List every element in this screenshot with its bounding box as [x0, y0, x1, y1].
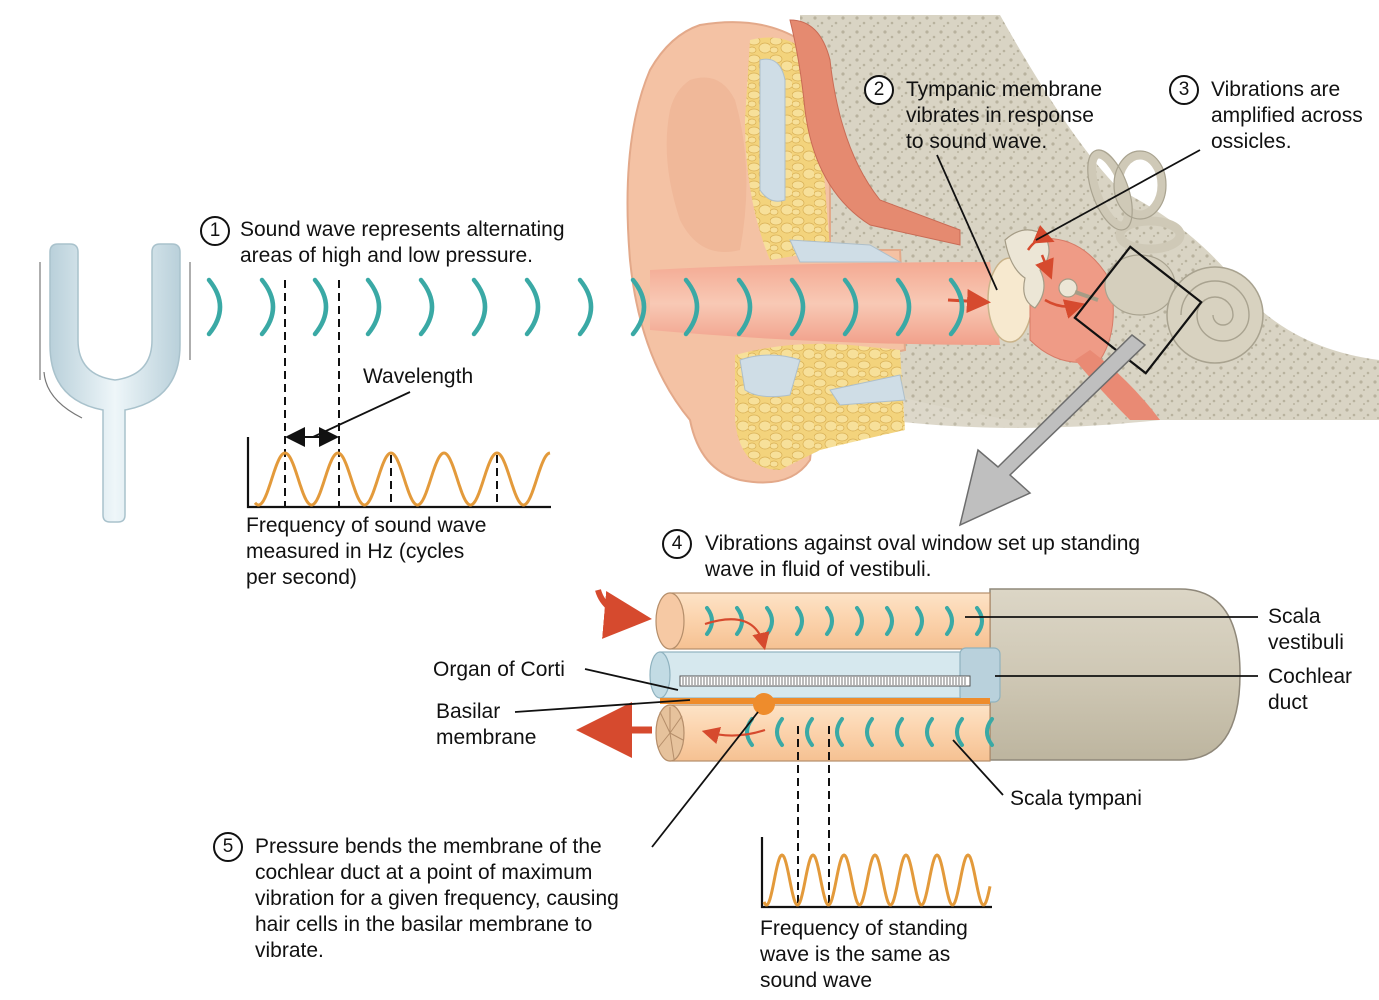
frequency-sound-line: measured in Hz (cycles — [246, 540, 465, 563]
sound-wave — [206, 277, 965, 337]
step-5-badge: 5 — [213, 832, 243, 862]
step-1-line: areas of high and low pressure. — [240, 244, 534, 267]
scala-vestibuli-label: Scala vestibuli — [1268, 604, 1344, 656]
standing-frequency-graph — [760, 837, 992, 909]
step-5-line: cochlear duct at a point of maximum — [255, 861, 593, 884]
step-1-line: Sound wave represents alternating — [240, 218, 565, 241]
basilar-membrane-label: Basilar membrane — [436, 699, 536, 751]
sound-frequency-graph — [246, 437, 551, 509]
scala-tympani-label: Scala tympani — [1010, 787, 1142, 810]
step-3-line: Vibrations are — [1211, 78, 1341, 101]
zoom-arrow-icon — [958, 334, 1147, 527]
basilar-membrane-line: Basilar — [436, 700, 501, 723]
frequency-sound-line: Frequency of sound wave — [246, 514, 487, 537]
frequency-sound-line: per second) — [246, 566, 357, 589]
step-5-line: hair cells in the basilar membrane to — [255, 913, 593, 936]
step-3-text: Vibrations are amplified across ossicles… — [1211, 77, 1363, 155]
step-5-line: vibrate. — [255, 939, 324, 962]
step-3-badge: 3 — [1169, 75, 1199, 105]
step-2-line: to sound wave. — [906, 130, 1048, 153]
step-2-text: Tympanic membrane vibrates in response t… — [906, 77, 1102, 155]
step-4-badge: 4 — [662, 529, 692, 559]
frequency-sound-label: Frequency of sound wave measured in Hz (… — [246, 513, 486, 591]
step-3-line: ossicles. — [1211, 130, 1292, 153]
wavelength-markers — [284, 280, 498, 508]
step-4-text: Vibrations against oval window set up st… — [705, 531, 1140, 583]
scala-vestibuli-line: vestibuli — [1268, 631, 1344, 654]
frequency-standing-line: wave is the same as — [760, 943, 951, 966]
step-2-line: vibrates in response — [906, 104, 1094, 127]
frequency-standing-label: Frequency of standing wave is the same a… — [760, 916, 968, 994]
cochlear-duct-line: duct — [1268, 691, 1308, 714]
cochlear-duct-label: Cochlear duct — [1268, 664, 1352, 716]
step-5-text: Pressure bends the membrane of the cochl… — [255, 834, 619, 964]
step-1-badge: 1 — [200, 216, 230, 246]
frequency-standing-line: Frequency of standing — [760, 917, 968, 940]
step-1-text: Sound wave represents alternating areas … — [240, 217, 565, 269]
frequency-standing-line: sound wave — [760, 969, 873, 992]
step-3-line: amplified across — [1211, 104, 1363, 127]
basilar-membrane-line: membrane — [436, 726, 537, 749]
step-2-badge: 2 — [864, 75, 894, 105]
step-5-line: Pressure bends the membrane of the — [255, 835, 602, 858]
unrolled-cochlea — [576, 588, 1241, 762]
step-4-line: Vibrations against oval window set up st… — [705, 532, 1141, 555]
cochlear-duct-line: Cochlear — [1268, 665, 1353, 688]
organ-of-corti-label: Organ of Corti — [433, 658, 565, 681]
tuning-fork-icon — [39, 243, 191, 523]
step-2-line: Tympanic membrane — [906, 78, 1103, 101]
step-4-line: wave in fluid of vestibuli. — [705, 558, 932, 581]
cochlea-icon — [1166, 266, 1264, 364]
step-5-line: vibration for a given frequency, causing — [255, 887, 619, 910]
wavelength-label: Wavelength — [363, 365, 474, 388]
scala-vestibuli-line: Scala — [1268, 605, 1321, 628]
ear-illustration — [626, 15, 1379, 484]
